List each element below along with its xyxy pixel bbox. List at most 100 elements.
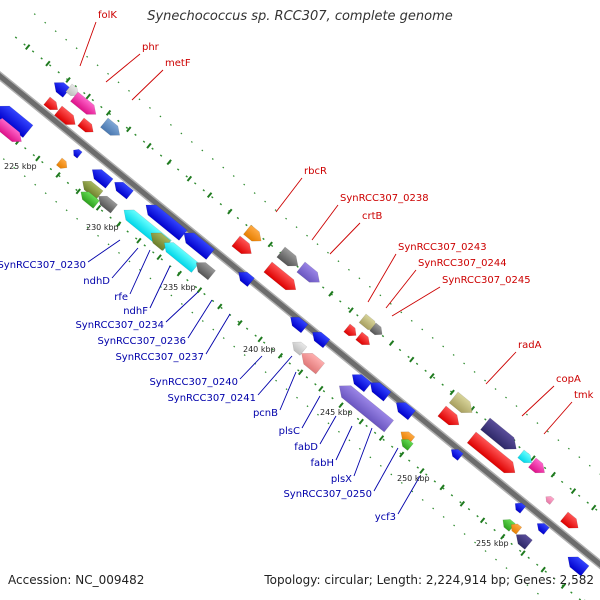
tick-mark — [338, 402, 344, 409]
reverse-connector — [149, 265, 171, 309]
tick-label: 225 kbp — [4, 162, 37, 171]
reverse-connector — [205, 313, 231, 355]
tick-label: 245 kbp — [320, 408, 353, 417]
tick-mark — [105, 109, 112, 116]
forward-gene-label: rbcR — [304, 166, 327, 177]
tick-mark — [348, 307, 354, 314]
feature-red-b — [54, 105, 76, 125]
tick-mark — [560, 583, 567, 590]
forward-gene-label: SynRCC307_0243 — [398, 242, 487, 253]
feature-blue-1 — [91, 169, 114, 189]
tick-label: 240 kbp — [243, 345, 276, 354]
reverse-connector — [129, 249, 151, 295]
tick-mark — [55, 171, 61, 178]
tick-mark — [126, 126, 132, 133]
tick-mark — [520, 550, 526, 557]
feature-blue-9 — [369, 382, 392, 402]
forward-gene-label: phr — [142, 42, 160, 53]
reverse-connector — [353, 427, 373, 477]
reverse-connector — [87, 239, 121, 263]
tick-mark — [328, 290, 334, 297]
forward-connector — [385, 269, 417, 309]
reverse-connector — [187, 299, 213, 339]
feature-blue-5 — [238, 271, 255, 287]
reverse-gene-label: SynRCC307_0250 — [283, 489, 372, 500]
tick-mark — [156, 254, 162, 261]
tick-guides — [0, 13, 600, 600]
tick-label: 250 kbp — [397, 474, 430, 483]
tick-mark — [116, 221, 122, 228]
forward-connector — [131, 69, 164, 101]
tick-mark — [186, 175, 193, 182]
tick-mark — [166, 159, 172, 166]
reverse-gene-label: rfe — [114, 292, 128, 303]
reverse-gene-label: SynRCC307_0240 — [149, 377, 238, 388]
forward-gene-label: tmk — [574, 390, 594, 401]
tick-mark — [358, 418, 364, 425]
reverse-connector — [335, 425, 353, 461]
reverse-connector — [373, 447, 399, 492]
reverse-gene-label: fabH — [310, 458, 334, 469]
tick-mark — [176, 270, 183, 277]
feature-blue-6 — [290, 316, 309, 334]
feature-red-f — [466, 431, 516, 474]
feature-blue-11 — [450, 449, 464, 461]
forward-gene-label: radA — [518, 340, 542, 351]
forward-gene-label: SynRCC307_0238 — [340, 193, 429, 204]
feature-blue-3 — [145, 204, 188, 241]
feature-copA — [480, 417, 517, 450]
feature-0244 — [369, 322, 383, 336]
reverse-connector — [239, 355, 263, 380]
feature-blue-14 — [567, 556, 590, 577]
feature-magenta — [0, 117, 22, 142]
feature-0245a — [343, 323, 357, 337]
feature-blue-2 — [114, 181, 134, 200]
feature-tmk — [528, 457, 545, 474]
forward-gene-label: metF — [165, 58, 191, 69]
forward-connector — [79, 21, 97, 67]
feature-red-e — [437, 405, 460, 426]
reverse-gene-label: SynRCC307_0234 — [75, 320, 164, 331]
feature-cyan-2 — [163, 242, 200, 273]
forward-connector — [543, 401, 573, 435]
gene-labels: folKphrmetFrbcRSynRCC307_0238crtBSynRCC3… — [0, 10, 594, 523]
feature-blue-8 — [351, 374, 372, 393]
feature-green-2 — [400, 439, 414, 451]
tick-mark — [540, 566, 546, 573]
reverse-gene-label: plsC — [279, 426, 300, 437]
tick-mark — [85, 93, 91, 100]
tick-mark — [399, 451, 405, 458]
tick-label: 230 kbp — [86, 223, 119, 232]
reverse-gene-label: SynRCC307_0236 — [97, 336, 186, 347]
feature-blue-small — [73, 149, 83, 159]
reverse-gene-label: pcnB — [253, 408, 278, 419]
tick-mark — [388, 340, 395, 347]
reverse-gene-label: ycf3 — [375, 512, 396, 523]
tick-mark — [35, 155, 41, 162]
tick-mark — [439, 484, 445, 491]
accession-label: Accession: NC_009482 — [8, 573, 145, 587]
feature-pink — [545, 496, 555, 505]
forward-gene-label: SynRCC307_0244 — [418, 258, 507, 269]
forward-connector — [367, 253, 397, 303]
tick-mark — [217, 303, 223, 310]
tick-mark — [591, 504, 597, 511]
tick-mark — [45, 60, 51, 67]
reverse-connector — [257, 355, 293, 396]
feature-metF — [100, 117, 121, 136]
feature-0238 — [296, 261, 320, 283]
feature-plsX — [338, 385, 394, 433]
feature-gray-a — [98, 195, 118, 214]
label-connectors — [79, 21, 573, 515]
tick-mark — [65, 77, 71, 83]
feature-gray-c — [276, 246, 299, 267]
reverse-connector — [165, 291, 199, 323]
tick-mark — [297, 369, 304, 376]
forward-connector — [275, 177, 303, 213]
tick-mark — [257, 336, 263, 343]
tick-mark — [479, 517, 486, 524]
feature-phr — [70, 91, 97, 115]
tick-mark — [409, 356, 415, 363]
feature-green-3 — [502, 519, 516, 532]
